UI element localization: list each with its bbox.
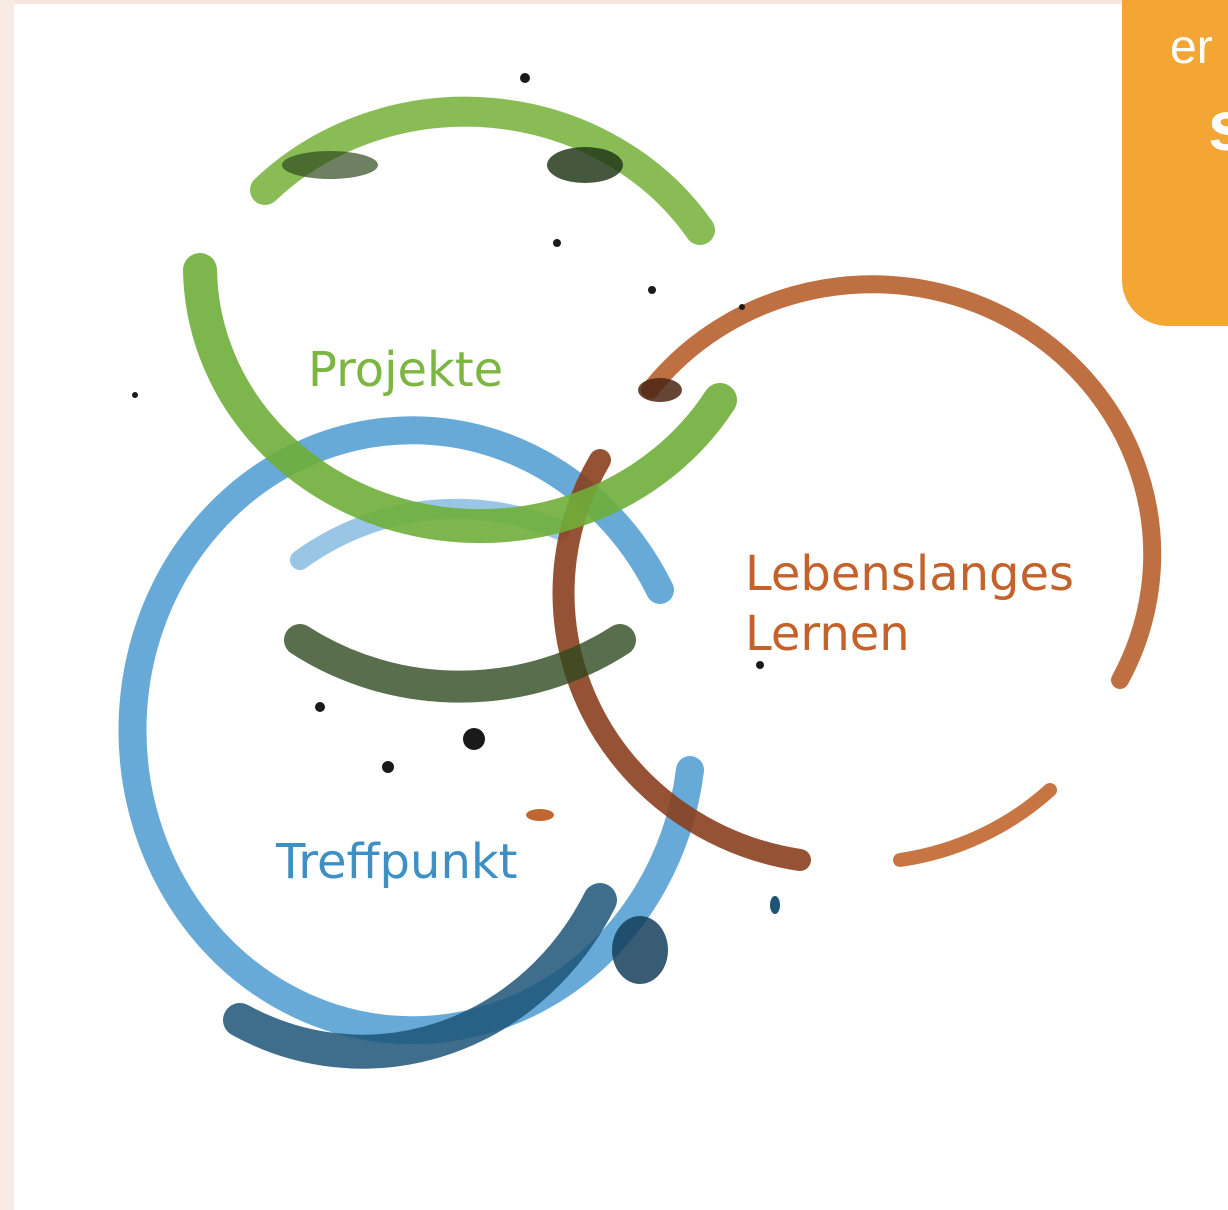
orange-badge[interactable]: er s — [1122, 0, 1228, 326]
left-edge — [0, 0, 14, 1210]
ink-splatters — [132, 73, 780, 914]
badge-text-line1: er — [1170, 21, 1213, 74]
projekte-label: Projekte — [308, 342, 503, 398]
lernen-ring — [552, 275, 1162, 871]
lernen-label-line1: Lebenslanges — [745, 546, 1074, 602]
lernen-label-line2: Lernen — [745, 606, 910, 662]
badge-text-line2: s — [1208, 87, 1228, 165]
treffpunkt-label: Treffpunkt — [275, 834, 517, 890]
content-area — [14, 4, 1228, 1210]
projekte-ring — [183, 96, 737, 703]
top-edge — [0, 0, 1228, 4]
